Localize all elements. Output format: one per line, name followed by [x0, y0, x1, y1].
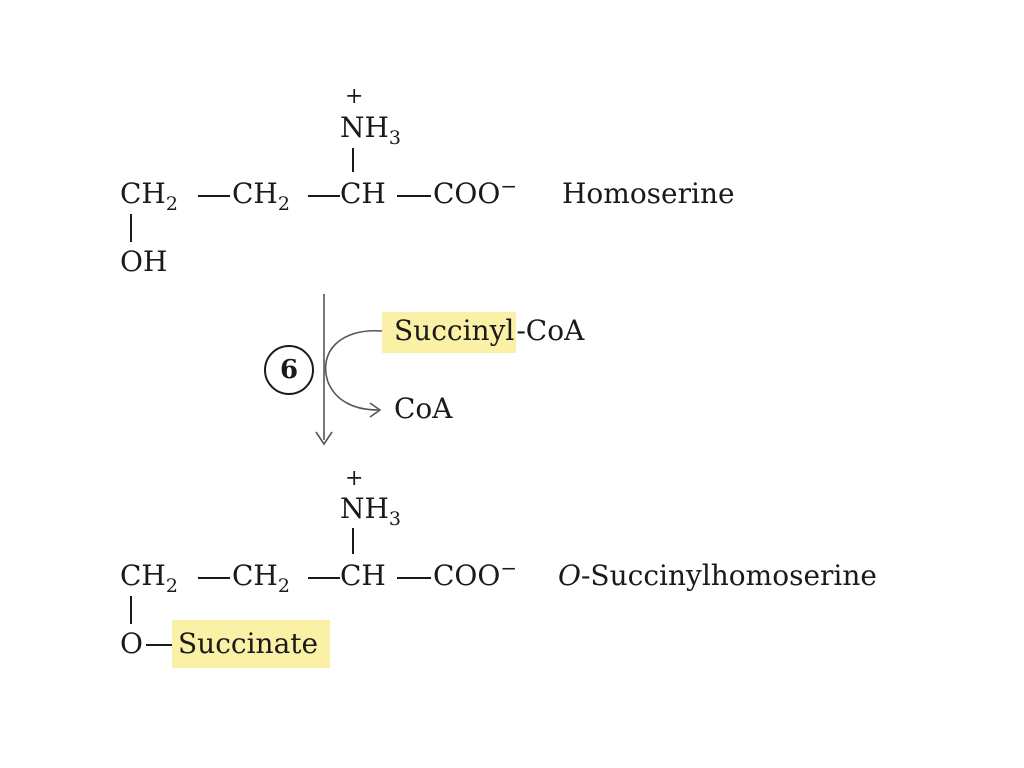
ch2-group-4: CH2	[232, 559, 290, 598]
succinate-highlight: Succinate	[172, 620, 331, 668]
side-curved-arrow	[324, 330, 383, 411]
ester-oxygen: O	[120, 627, 143, 660]
carboxylate-group-2: COO−	[433, 556, 518, 592]
bond-ch2-ch-2	[308, 577, 340, 579]
step-number-badge: 6	[264, 345, 314, 395]
carboxylate-group: COO−	[433, 174, 518, 210]
main-arrow-head	[315, 431, 333, 446]
bond-ch2-ch2-2	[198, 577, 230, 579]
hydroxyl-group: OH	[120, 245, 168, 278]
compound-name-homoserine: Homoserine	[562, 177, 735, 210]
nh3-group: NH3	[340, 111, 402, 150]
bond-ch2-oh	[130, 214, 132, 242]
ch2-group-1: CH2	[120, 177, 178, 216]
bond-o-succinate	[146, 644, 172, 646]
bond-ch-coo-2	[397, 577, 431, 579]
ch-group-2: CH	[340, 559, 386, 592]
ch2-group-2: CH2	[232, 177, 290, 216]
ammonium-charge-plus-2: +	[345, 466, 364, 491]
succinyl-highlight: Succinyl	[382, 312, 517, 353]
ch-group: CH	[340, 177, 386, 210]
bond-ch2-ch2	[198, 195, 230, 197]
ammonium-charge-plus: +	[345, 84, 364, 109]
bond-ch-nh3	[352, 148, 354, 172]
bond-ch2-o	[130, 596, 132, 624]
ch2-group-3: CH2	[120, 559, 178, 598]
bond-ch-coo	[397, 195, 431, 197]
compound-name-o-succinylhomoserine: O-Succinylhomoserine	[558, 559, 877, 592]
nh3-group-2: NH3	[340, 492, 402, 531]
side-arrow-head	[369, 402, 382, 418]
bond-ch-nh3-2	[352, 528, 354, 554]
byproduct-coa: CoA	[394, 392, 453, 425]
reactant-succinyl-coa: Succinyl-CoA	[382, 312, 584, 353]
bond-ch2-ch	[308, 195, 340, 197]
